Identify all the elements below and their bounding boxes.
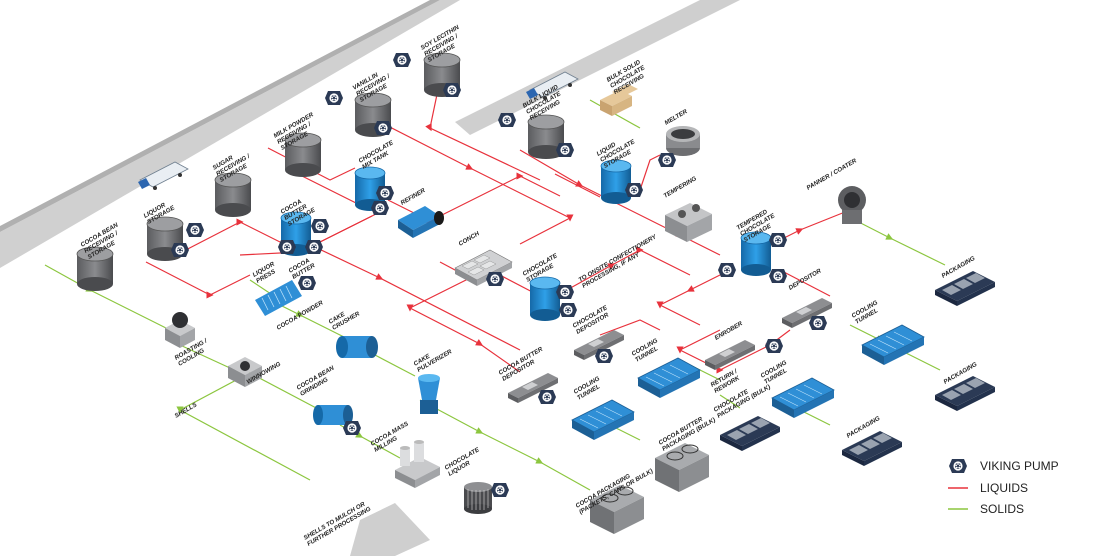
label-onsite-confectionery: TO ONSITE CONFECTIONERYPROCESSING, IF AN… (578, 233, 662, 290)
cocoa-mass-mill (395, 440, 440, 488)
pump-icon (371, 201, 389, 215)
pump-icon (278, 240, 296, 254)
road-bottom (350, 503, 430, 556)
chocolate-packaging-bulk-unit (720, 416, 780, 451)
pump-icon (559, 303, 577, 317)
pump-icon (718, 263, 736, 277)
conch (454, 249, 513, 286)
liquor-press (255, 280, 302, 316)
cooling-tunnel-right (861, 324, 925, 366)
roasting-cooling-unit (165, 312, 195, 348)
pump-icon (491, 483, 509, 497)
label-depositor-right: DEPOSITOR (788, 267, 823, 291)
pump-icon (298, 276, 316, 290)
winnowing-unit (228, 357, 262, 387)
label-conch: CONCH (458, 230, 482, 248)
pump-icon (769, 269, 787, 283)
pump-icon (809, 316, 827, 330)
pump-icon (556, 285, 574, 299)
pump-icon (556, 143, 574, 157)
label-cooling-tunnel-center: COOLINGTUNNEL (631, 337, 663, 364)
pump-icon (625, 183, 643, 197)
pump-icon (305, 240, 323, 254)
legend: VIKING PUMP LIQUIDS SOLIDS (948, 459, 1059, 516)
panner-coater (838, 186, 866, 224)
label-chocolate-depositor: CHOCOLATEDEPOSITOR (572, 304, 613, 336)
chocolate-liquor-tank (464, 482, 492, 514)
label-chocolate-mix-tank: CHOCOLATEMIX TANK (358, 139, 399, 171)
label-cooling-tunnel-right: COOLINGTUNNEL (851, 299, 883, 326)
label-layer: COCOA BEANRECEIVING /STORAGELIQUORSTORAG… (80, 24, 979, 548)
label-cooling-tunnel-left: COOLINGTUNNEL (573, 375, 605, 402)
solid-lines (44, 99, 946, 491)
label-tempering: TEMPERING (663, 175, 699, 200)
label-cooling-tunnel-mid: COOLINGTUNNEL (760, 359, 792, 386)
label-melter: MELTER (664, 108, 690, 127)
cooling-tunnel-left (571, 399, 635, 441)
tanker-truck-right (526, 71, 579, 100)
tanker-truck-left (138, 161, 189, 190)
melter (666, 126, 700, 156)
bulk-solid-boxes (600, 84, 638, 116)
cake-pulverizer (418, 374, 440, 414)
label-shells: SHELLS (174, 401, 199, 420)
pump-icon (765, 339, 783, 353)
cake-crusher (336, 336, 378, 358)
label-cake-pulverizer: CAKEPULVERIZER (413, 342, 454, 374)
pump-icon (498, 113, 516, 127)
chocolate-storage-tank (529, 276, 561, 322)
cooling-tunnel-mid (771, 377, 835, 419)
cocoa-bean-grinder (313, 405, 353, 425)
label-chocolate-liquor: CHOCOLATELIQUOR (444, 446, 485, 478)
label-liquor-press: LIQUORPRESS (252, 260, 280, 284)
pump-icon (186, 223, 204, 237)
pump-icon (171, 243, 189, 257)
tempering-unit (665, 203, 712, 242)
pump-icon (374, 121, 392, 135)
legend-pump-label: VIKING PUMP (980, 459, 1059, 473)
pump-icon (311, 219, 329, 233)
label-cocoa-bean-grinding: COCOA BEANGRINDING (296, 364, 340, 397)
legend-solids-label: SOLIDS (980, 502, 1024, 516)
road-right (455, 0, 740, 135)
legend-liquids-label: LIQUIDS (980, 481, 1028, 495)
pump-icon (376, 186, 394, 200)
cooling-tunnel-center (637, 357, 701, 399)
pump-icon (343, 421, 361, 435)
road-upper (0, 0, 460, 268)
label-refiner: REFINER (400, 187, 427, 207)
label-cake-crusher: CAKECRUSHER (328, 304, 362, 332)
pump-icon (393, 53, 411, 67)
pump-icon (486, 272, 504, 286)
legend-pump-icon (949, 459, 967, 473)
pump-icon (538, 390, 556, 404)
pump-icon (769, 233, 787, 247)
label-return-rework: RETURN /REWORK (710, 367, 743, 394)
refiner (398, 206, 444, 238)
pump-icon (658, 153, 676, 167)
pump-icon (595, 349, 613, 363)
pump-icon (443, 83, 461, 97)
pump-icon (325, 91, 343, 105)
